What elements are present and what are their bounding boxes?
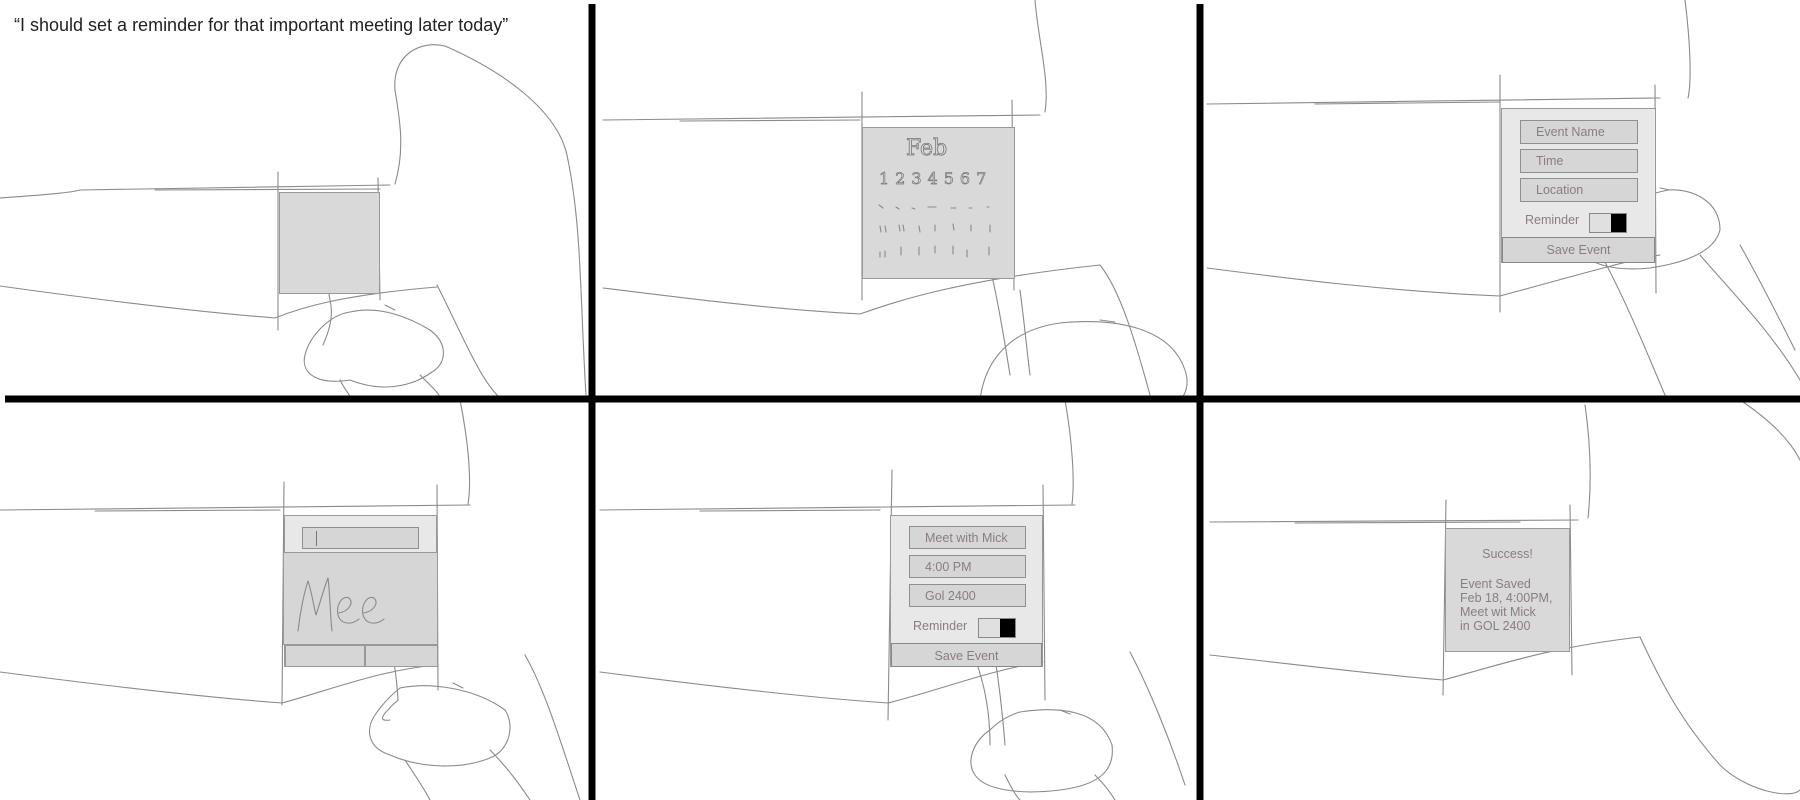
text-cursor (316, 531, 317, 546)
reminder-toggle[interactable] (1589, 213, 1627, 233)
save-event-button[interactable]: Save Event (1502, 237, 1655, 263)
text-entry-field[interactable] (302, 527, 419, 549)
success-title: Success! (1482, 547, 1533, 561)
panel2-calendar-screen: Feb 1234567 (862, 127, 1015, 279)
event-name-field[interactable]: Meet with Mick (909, 526, 1026, 549)
panel5-hand-sketch (969, 644, 1116, 800)
time-field[interactable]: Time (1520, 149, 1638, 173)
event-name-field[interactable]: Event Name (1520, 120, 1638, 144)
handwriting-pad[interactable] (283, 552, 438, 645)
location-field[interactable]: Location (1520, 178, 1638, 202)
handwriting-scribble (297, 577, 385, 632)
month-scribble: Feb (906, 136, 947, 161)
toggle-knob (1000, 619, 1015, 637)
location-field[interactable]: Gol 2400 (909, 584, 1026, 607)
calendar-sketch: Feb 1234567 (878, 136, 992, 258)
enter-button[interactable] (365, 645, 438, 667)
panel-dividers (5, 4, 1800, 800)
success-line: in GOL 2400 (1460, 619, 1531, 633)
weekday-scribble: 1234567 (879, 169, 992, 188)
toggle-knob (1611, 214, 1626, 232)
panel1-watch-screen (279, 192, 380, 294)
success-line: Event Saved (1460, 577, 1531, 591)
reminder-label: Reminder (913, 619, 968, 633)
save-event-button[interactable]: Save Event (891, 643, 1042, 667)
panel6-arm-sketch (1209, 399, 1800, 795)
panel5-arm-sketch (599, 399, 1186, 786)
panel6-success-screen: Success! Event Saved Feb 18, 4:00PM, Mee… (1445, 528, 1570, 652)
mic-button[interactable] (285, 645, 365, 667)
reminder-toggle[interactable] (978, 618, 1016, 638)
success-message: Event Saved Feb 18, 4:00PM, Meet wit Mic… (1460, 577, 1552, 633)
success-line: Meet wit Mick (1460, 605, 1536, 619)
panel5-event-form: Meet with Mick 4:00 PM Gol 2400 Reminder… (890, 515, 1043, 667)
success-line: Feb 18, 4:00PM, (1460, 591, 1553, 605)
panel3-event-form: Event Name Time Location Reminder Save E… (1501, 108, 1656, 263)
scenario-caption: “I should set a reminder for that import… (14, 15, 509, 35)
time-field[interactable]: 4:00 PM (909, 555, 1026, 578)
panel4-handwriting-screen (283, 515, 438, 667)
reminder-label: Reminder (1525, 213, 1580, 227)
